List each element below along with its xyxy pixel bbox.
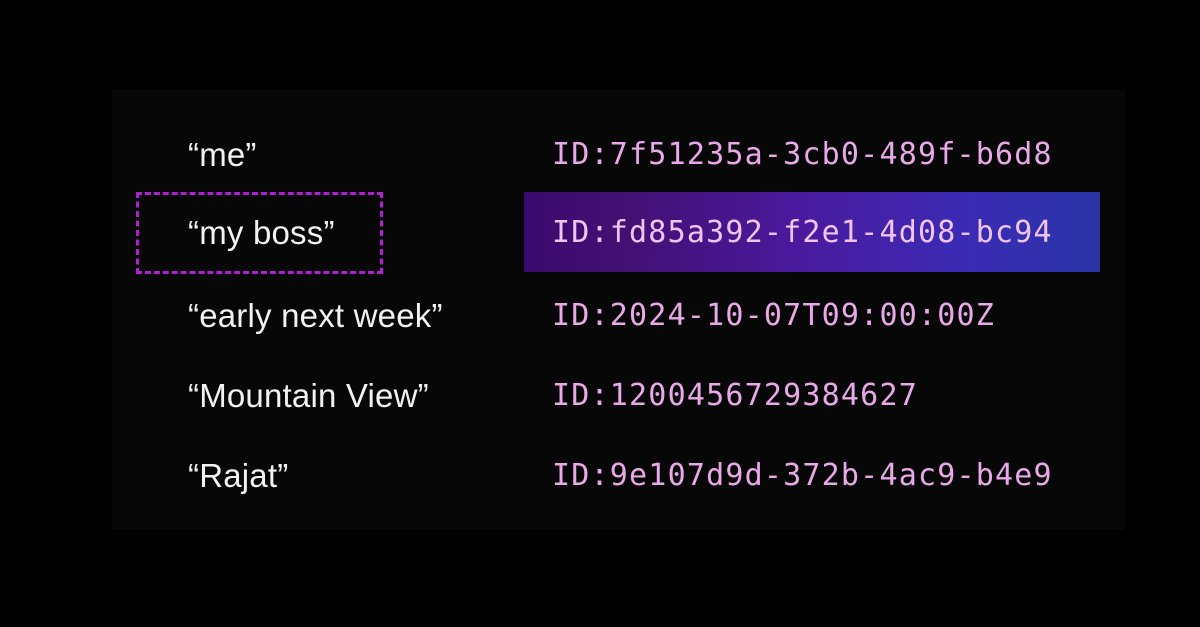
mapping-row: “Rajat” ID:9e107d9d-372b-4ac9-b4e9	[0, 436, 1200, 516]
mapping-row: “Mountain View” ID:1200456729384627	[0, 356, 1200, 436]
content-panel	[112, 90, 1125, 530]
reference-label: “me”	[188, 136, 257, 173]
mapping-row-highlighted: “my boss” ID:fd85a392-f2e1-4d08-bc94	[0, 193, 1200, 273]
mapping-row: “early next week” ID:2024-10-07T09:00:00…	[0, 276, 1200, 356]
identifier-value: ID:2024-10-07T09:00:00Z	[552, 298, 996, 333]
identifier-value: ID:9e107d9d-372b-4ac9-b4e9	[552, 458, 1053, 493]
highlight-band	[524, 192, 1100, 272]
reference-label: “early next week”	[188, 297, 443, 334]
focus-outline-box	[136, 192, 383, 274]
mapping-row: “me” ID:7f51235a-3cb0-489f-b6d8	[0, 115, 1200, 195]
reference-label-highlighted: “my boss”	[188, 214, 335, 251]
identifier-value-highlighted: ID:fd85a392-f2e1-4d08-bc94	[552, 215, 1053, 250]
identifier-value: ID:1200456729384627	[552, 378, 918, 413]
identifier-value: ID:7f51235a-3cb0-489f-b6d8	[552, 137, 1053, 172]
reference-label: “Mountain View”	[188, 377, 429, 414]
reference-label: “Rajat”	[188, 457, 289, 494]
